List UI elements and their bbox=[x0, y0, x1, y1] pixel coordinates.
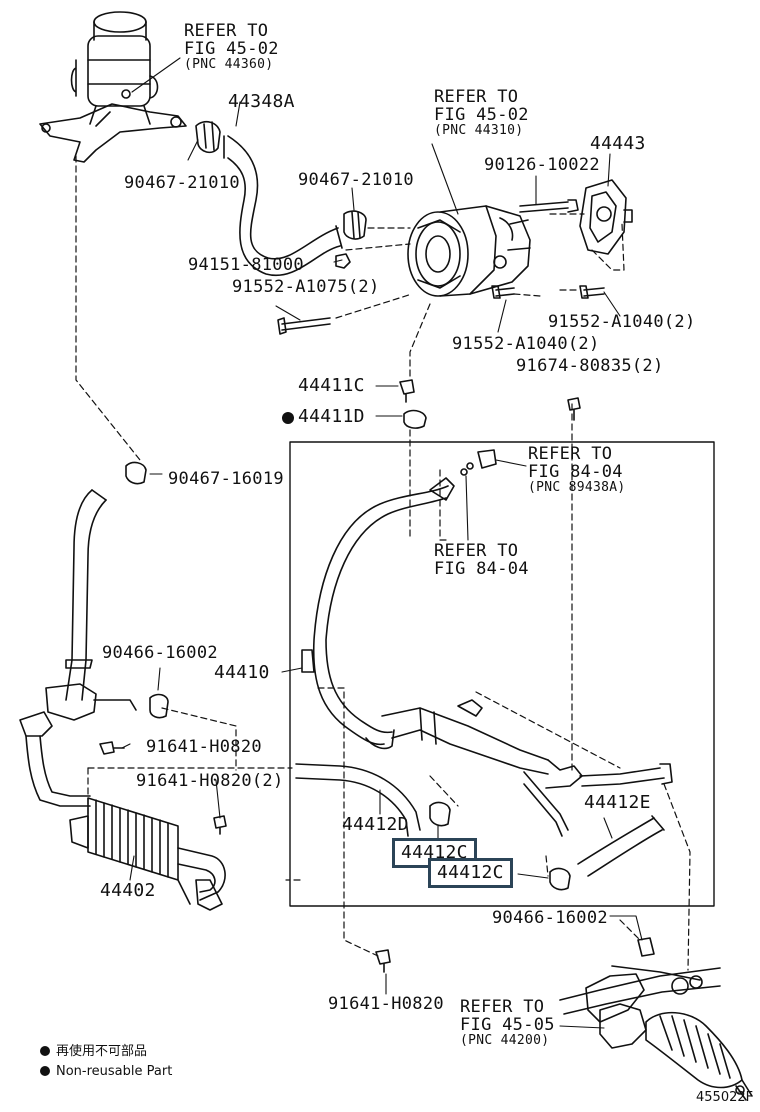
ref-84-04-switch[interactable]: REFER TO FIG 84-04 (PNC 89438A) bbox=[528, 445, 626, 495]
legend-text-jp: 再使用不可部品 bbox=[56, 1044, 148, 1059]
hose-44412E bbox=[577, 815, 665, 877]
bolt-91674-80835 bbox=[567, 397, 581, 421]
bolt-91552-A1040-left bbox=[491, 285, 515, 299]
clamp-44412C-b bbox=[549, 867, 571, 891]
clamp-90466-16002-left bbox=[149, 693, 169, 719]
part-91552-A1075[interactable]: 91552-A1075(2) bbox=[232, 277, 380, 297]
part-90467-21010-right[interactable]: 90467-21010 bbox=[298, 170, 414, 190]
part-91641-H0820-b[interactable]: 91641-H0820(2) bbox=[136, 771, 284, 791]
bolt-91552-A1040-right bbox=[579, 285, 605, 299]
ref-84-04[interactable]: REFER TO FIG 84-04 bbox=[434, 542, 529, 578]
bolt-90126-10022 bbox=[519, 199, 579, 213]
part-90467-16019[interactable]: 90467-16019 bbox=[168, 469, 284, 489]
clamp-90467-16019 bbox=[125, 461, 147, 485]
hose-44412D bbox=[295, 763, 421, 837]
bolt-91641-H0820-a bbox=[99, 741, 125, 755]
ref-line3: (PNC 44310) bbox=[434, 123, 524, 138]
bracket-44443 bbox=[579, 179, 633, 255]
part-90466-16002-right[interactable]: 90466-16002 bbox=[492, 908, 608, 928]
part-91552-A1040-right[interactable]: 91552-A1040(2) bbox=[548, 312, 696, 332]
ref-line3: (PNC 89438A) bbox=[528, 480, 626, 495]
part-44348A[interactable]: 44348A bbox=[228, 91, 295, 112]
hose-44348A bbox=[223, 135, 343, 277]
return-pipe-left bbox=[65, 489, 107, 701]
pressure-switch bbox=[429, 449, 497, 501]
part-90467-21010-left[interactable]: 90467-21010 bbox=[124, 173, 240, 193]
clamp-90467-21010-left bbox=[195, 120, 221, 154]
ref-line2: FIG 84-04 bbox=[434, 559, 529, 579]
ref-line2: FIG 84-04 bbox=[528, 462, 623, 482]
dashed-leaders bbox=[75, 155, 691, 971]
steering-gear bbox=[559, 965, 753, 1101]
part-91552-A1040-left[interactable]: 91552-A1040(2) bbox=[452, 334, 600, 354]
figure-code: 455022F bbox=[696, 1090, 754, 1105]
ref-45-02-pump[interactable]: REFER TO FIG 45-02 (PNC 44310) bbox=[434, 88, 529, 138]
ref-line1: REFER TO bbox=[434, 541, 519, 561]
clip-44411D bbox=[403, 409, 427, 429]
assembly-frame bbox=[289, 441, 715, 907]
ref-45-05-gear[interactable]: REFER TO FIG 45-05 (PNC 44200) bbox=[460, 998, 555, 1048]
ref-line2: FIG 45-02 bbox=[184, 39, 279, 59]
part-90466-16002-left[interactable]: 90466-16002 bbox=[102, 643, 218, 663]
ref-line1: REFER TO bbox=[434, 87, 519, 107]
part-91641-H0820-a[interactable]: 91641-H0820 bbox=[146, 737, 262, 757]
part-44443[interactable]: 44443 bbox=[590, 133, 646, 154]
part-91641-H0820-c[interactable]: 91641-H0820 bbox=[328, 994, 444, 1014]
nut-94151-81000 bbox=[335, 253, 351, 269]
pressure-hose-44410 bbox=[301, 485, 673, 837]
ref-line1: REFER TO bbox=[184, 21, 269, 41]
ref-line2: FIG 45-05 bbox=[460, 1015, 555, 1035]
legend-line-en: Non-reusable Part bbox=[40, 1064, 172, 1079]
part-44411C[interactable]: 44411C bbox=[298, 375, 365, 396]
clamp-44412C-a bbox=[429, 801, 451, 827]
reservoir-tank bbox=[39, 11, 187, 163]
part-44410[interactable]: 44410 bbox=[214, 662, 270, 683]
part-91674-80835[interactable]: 91674-80835(2) bbox=[516, 356, 664, 376]
part-44412D[interactable]: 44412D bbox=[342, 814, 409, 835]
clamp-90466-16002-right bbox=[637, 937, 655, 957]
leader-lines bbox=[121, 57, 643, 1029]
part-44412E[interactable]: 44412E bbox=[584, 792, 651, 813]
ref-45-02-reservoir[interactable]: REFER TO FIG 45-02 (PNC 44360) bbox=[184, 22, 279, 72]
clamp-90467-21010-right bbox=[343, 210, 367, 240]
part-44411D[interactable]: 44411D bbox=[298, 406, 365, 427]
part-94151-81000[interactable]: 94151-81000 bbox=[188, 255, 304, 275]
ref-line1: REFER TO bbox=[528, 444, 613, 464]
ref-line3: (PNC 44360) bbox=[184, 57, 274, 72]
part-44412C-highlight-b[interactable]: 44412C bbox=[428, 858, 513, 888]
legend-line-jp: 再使用不可部品 bbox=[40, 1044, 147, 1059]
bracket-pipe-left bbox=[19, 683, 137, 807]
legend-dot-icon bbox=[40, 1066, 50, 1076]
ref-line3: (PNC 44200) bbox=[460, 1033, 550, 1048]
ref-line2: FIG 45-02 bbox=[434, 105, 529, 125]
ref-line1: REFER TO bbox=[460, 997, 545, 1017]
non-reusable-dot bbox=[282, 412, 294, 424]
bolt-91552-A1075 bbox=[277, 317, 331, 335]
oil-cooler-44402 bbox=[69, 797, 226, 911]
part-44402[interactable]: 44402 bbox=[100, 880, 156, 901]
legend-dot-icon bbox=[40, 1046, 50, 1056]
clip-44411C bbox=[399, 379, 415, 403]
power-steering-pump bbox=[407, 205, 531, 297]
bolt-91641-H0820-c bbox=[375, 949, 391, 973]
legend-text-en: Non-reusable Part bbox=[56, 1064, 173, 1079]
part-90126-10022[interactable]: 90126-10022 bbox=[484, 155, 600, 175]
bolt-91641-H0820-b bbox=[213, 815, 227, 835]
